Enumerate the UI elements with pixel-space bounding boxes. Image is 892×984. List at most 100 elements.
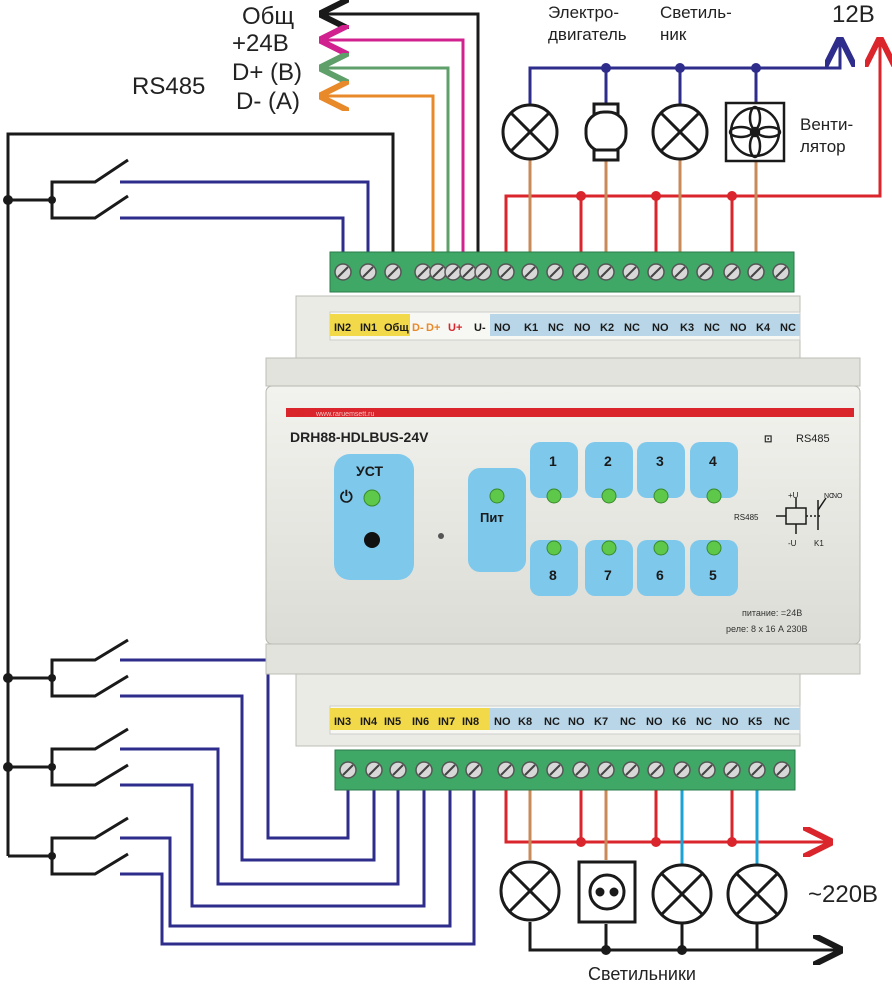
- power-symbol-icon: ⏻: [340, 489, 353, 506]
- terminal-label: K8: [518, 716, 532, 728]
- terminal-label: NC: [774, 716, 790, 728]
- label-220v: ~220В: [808, 881, 878, 908]
- lamp-icon: [651, 103, 709, 161]
- rs485-marker-icon: ⊡: [764, 434, 772, 445]
- label-lamp-top: Светиль-ник: [660, 3, 732, 44]
- channel-number: 8: [549, 567, 557, 583]
- junction-dots: [3, 195, 56, 860]
- terminal-label: NC: [696, 716, 712, 728]
- set-button-label: УСТ: [356, 463, 383, 479]
- terminal-label: NC: [780, 322, 796, 334]
- terminal-label: K7: [594, 716, 608, 728]
- label-motor: Электро-двигатель: [548, 3, 627, 44]
- channel-led: [546, 488, 562, 504]
- bus-wires: [322, 14, 480, 262]
- terminal-label: IN3: [334, 716, 351, 728]
- device-rs485: RS485: [796, 433, 830, 445]
- channel-led: [601, 488, 617, 504]
- channel-led: [546, 540, 562, 556]
- label-dplus: D+ (B): [232, 59, 302, 86]
- load-labels: Электро-двигатель Светиль-ник Венти-лято…: [548, 1, 878, 984]
- socket-icon: [577, 860, 637, 924]
- terminal-label: IN4: [360, 716, 378, 728]
- lamp-icon: [501, 103, 559, 161]
- channel-button[interactable]: [530, 442, 578, 498]
- brand-url: www.raruemsett.ru: [315, 411, 374, 418]
- terminal-label: U+: [448, 322, 462, 334]
- terminal-label: D-: [412, 322, 424, 334]
- terminal-label: NC: [620, 716, 636, 728]
- terminal-label: K1: [524, 322, 538, 334]
- channel-number: 4: [709, 453, 717, 469]
- bus-labels: Общ +24В D+ (B) D- (A) RS485: [132, 3, 302, 115]
- channel-led: [601, 540, 617, 556]
- fan-icon: [724, 101, 786, 163]
- power-button-label: Пит: [480, 510, 504, 525]
- channel-button[interactable]: [690, 442, 738, 498]
- lamp-icon: [726, 863, 788, 925]
- channel-number: 5: [709, 567, 717, 583]
- device-labels: RD www.raruemsett.ru DRH88-HDLBUS-24V ⊡ …: [290, 407, 843, 634]
- terminal-label: IN8: [462, 716, 479, 728]
- terminal-label: IN5: [384, 716, 401, 728]
- lamp-icon: [651, 863, 713, 925]
- channel-button[interactable]: [585, 442, 633, 498]
- channel-button[interactable]: [530, 540, 578, 596]
- terminal-label: IN2: [334, 322, 351, 334]
- channel-led: [706, 488, 722, 504]
- terminal-label: K4: [756, 322, 771, 334]
- terminal-label: NC: [704, 322, 720, 334]
- terminal-label: K3: [680, 322, 694, 334]
- relay-spec: реле: 8 х 16 А 230В: [726, 624, 808, 634]
- channel-button[interactable]: [637, 540, 685, 596]
- terminal-label: IN7: [438, 716, 455, 728]
- schem-k: K1: [814, 539, 824, 548]
- channel-number: 7: [604, 567, 612, 583]
- terminal-label: NO: [494, 716, 511, 728]
- schem-plus-u: +U: [788, 491, 799, 500]
- schem-rs: RS485: [734, 513, 759, 522]
- schem-no: NO: [832, 493, 843, 500]
- channel-led: [653, 488, 669, 504]
- channel-button[interactable]: [585, 540, 633, 596]
- schem-minus-u: -U: [788, 539, 797, 548]
- terminal-label: Общ: [384, 322, 409, 334]
- terminal-label: U-: [474, 322, 486, 334]
- terminal-label: NC: [544, 716, 560, 728]
- terminal-label: IN6: [412, 716, 429, 728]
- terminal-label: NC: [548, 322, 564, 334]
- terminal-label: NO: [568, 716, 585, 728]
- channel-led: [653, 540, 669, 556]
- relay-module: [265, 295, 861, 747]
- terminal-label: NO: [652, 322, 669, 334]
- label-plus24: +24В: [232, 30, 289, 57]
- model-name: DRH88-HDLBUS-24V: [290, 429, 429, 445]
- terminal-label: K2: [600, 322, 614, 334]
- label-common: Общ: [242, 3, 294, 30]
- terminal-label: K6: [672, 716, 686, 728]
- label-rs485: RS485: [132, 73, 205, 100]
- schem-nc: NC: [824, 493, 834, 500]
- channel-button[interactable]: [690, 540, 738, 596]
- channel-buttons[interactable]: 1 2 3 4 8 7 6 5: [530, 442, 738, 596]
- terminal-label: NO: [730, 322, 747, 334]
- terminal-label: IN1: [360, 322, 377, 334]
- channel-number: 1: [549, 453, 557, 469]
- terminal-label: NO: [574, 322, 591, 334]
- motor-icon: [584, 102, 628, 162]
- channel-led: [706, 540, 722, 556]
- terminal-label: NO: [722, 716, 739, 728]
- lamp-icon: [499, 860, 561, 922]
- channel-number: 2: [604, 453, 612, 469]
- bottom-terminal-block: [334, 749, 796, 791]
- brand-logo: RD: [290, 407, 306, 419]
- channel-number: 6: [656, 567, 664, 583]
- channel-number: 3: [656, 453, 664, 469]
- terminal-label: NO: [646, 716, 663, 728]
- channel-button[interactable]: [637, 442, 685, 498]
- terminal-label: D+: [426, 322, 440, 334]
- terminal-label: NC: [624, 322, 640, 334]
- terminal-label: K5: [748, 716, 762, 728]
